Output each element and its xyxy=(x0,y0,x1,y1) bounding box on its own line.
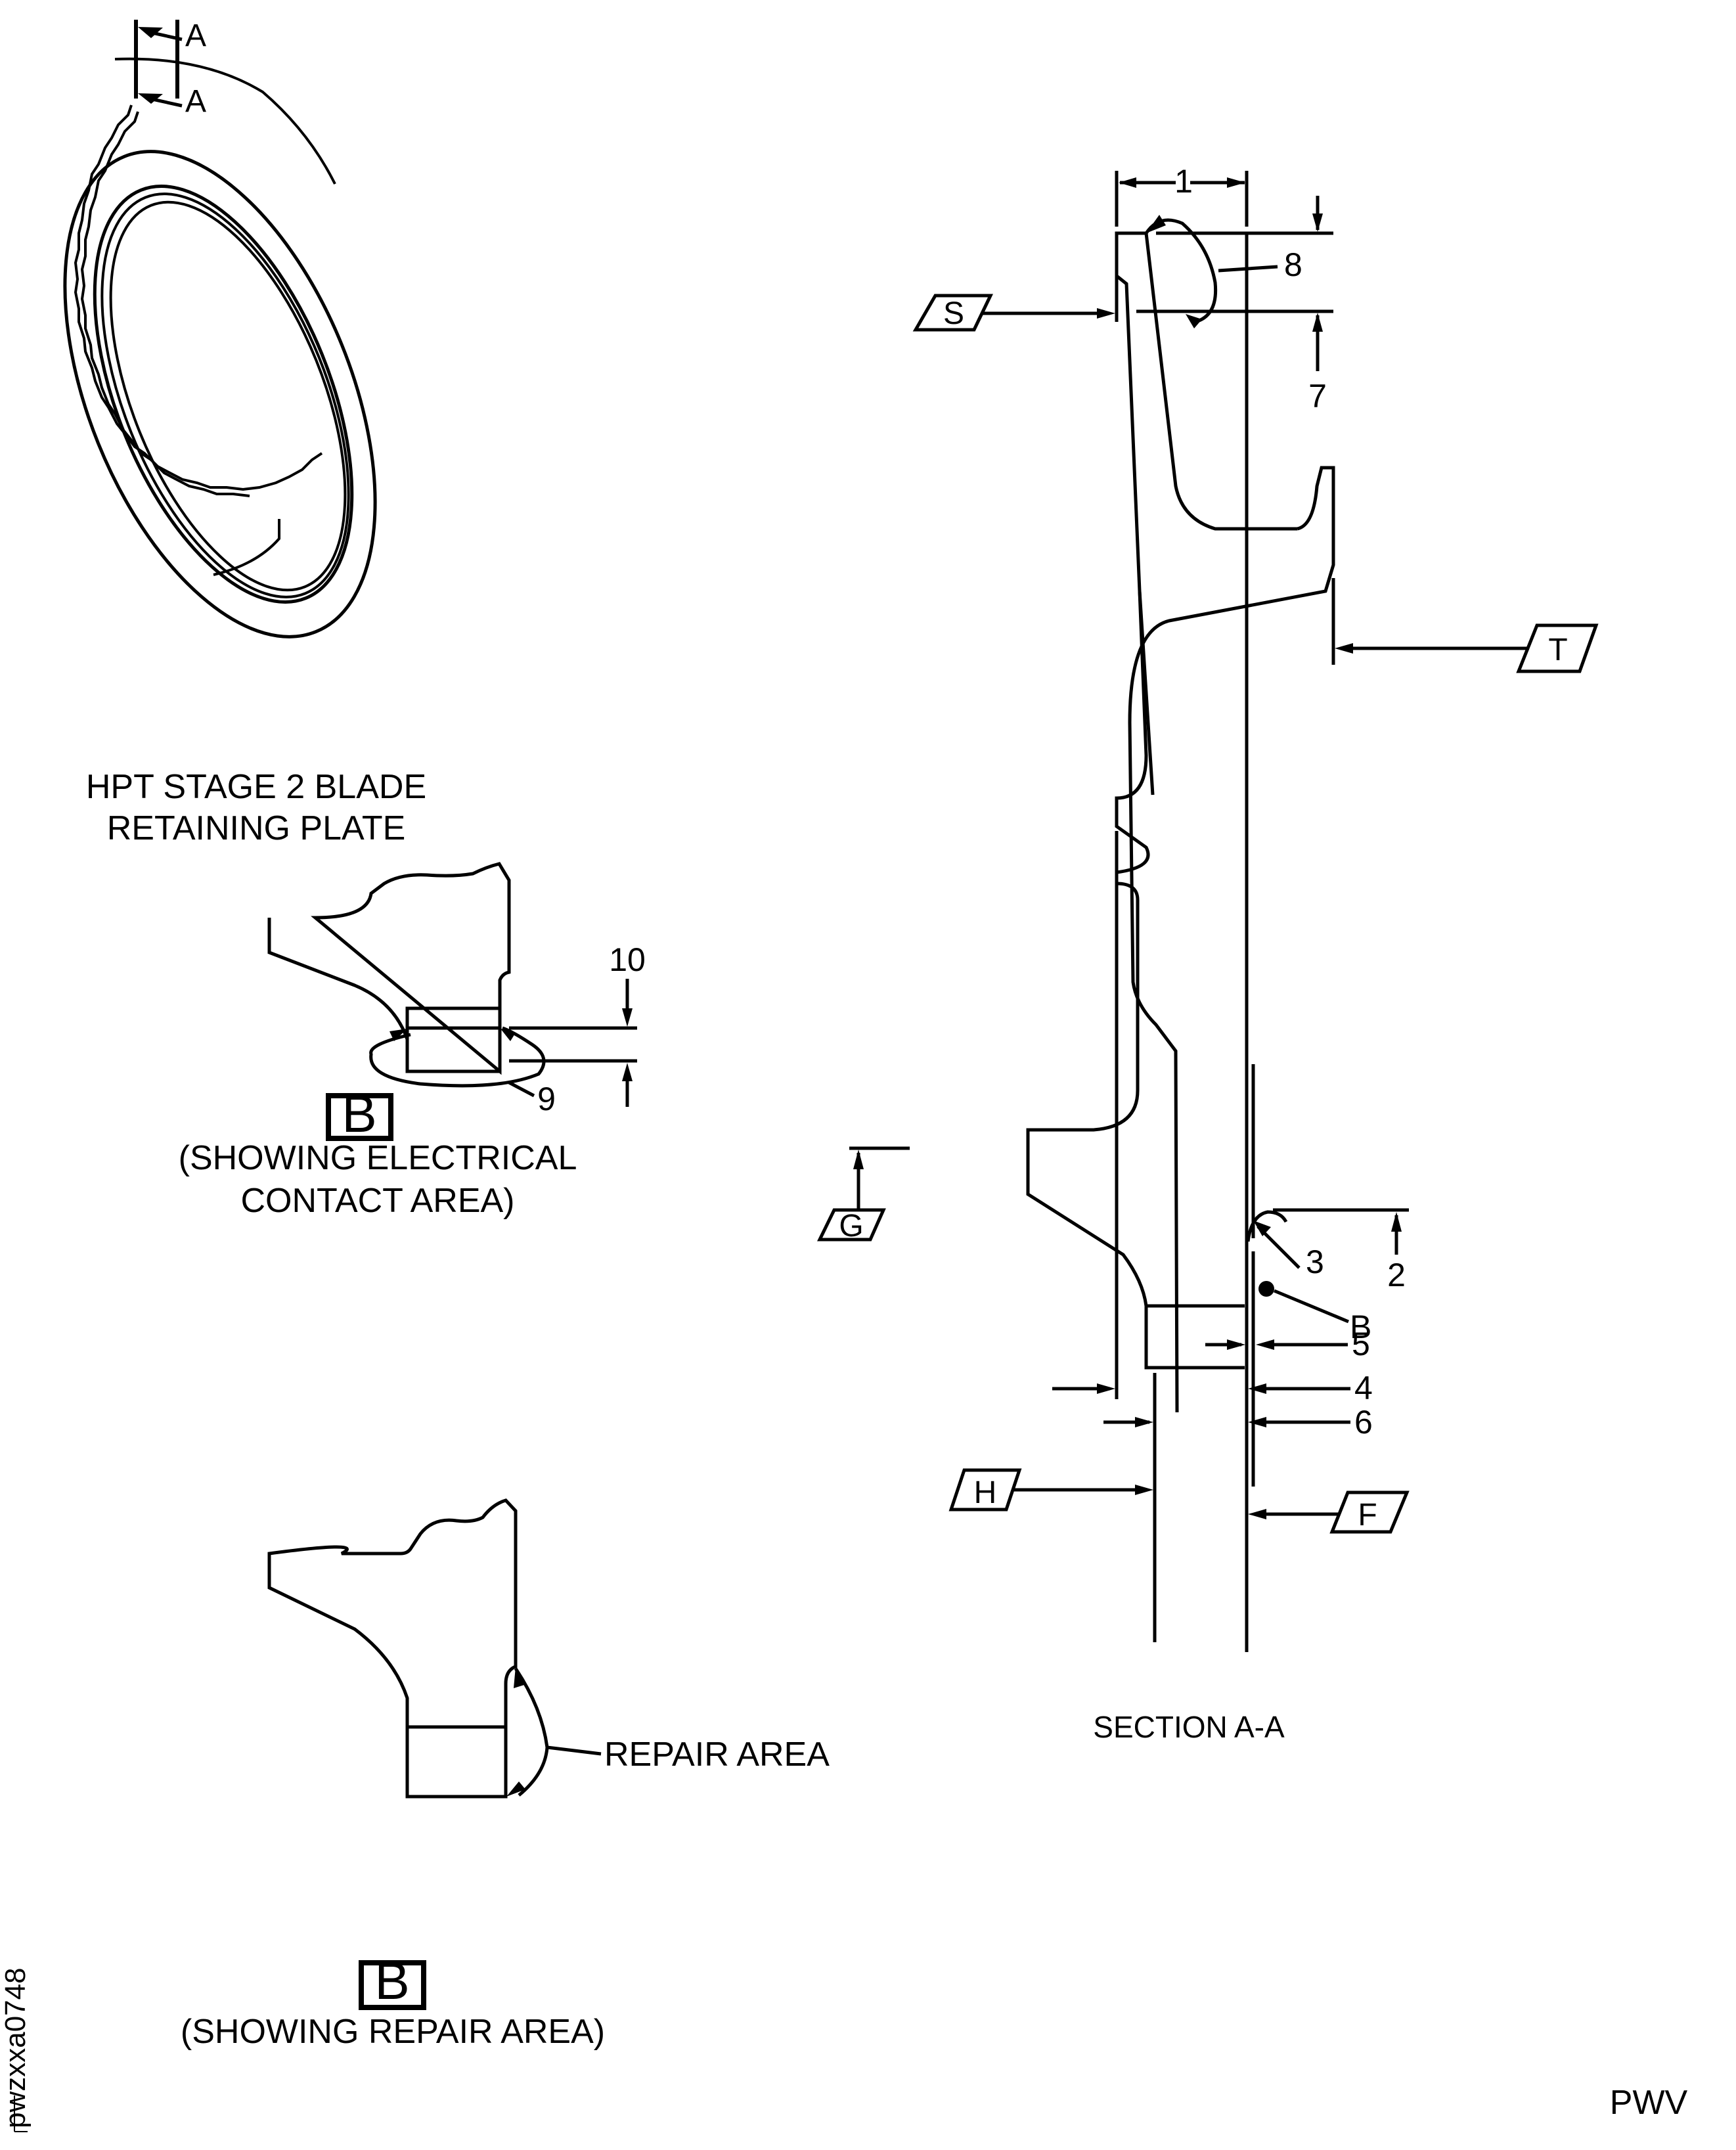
detail-b-repair-area: REPAIR AREA xyxy=(267,1498,830,1799)
radius-8-arc xyxy=(1144,218,1218,324)
dim6-arrow-left xyxy=(1135,1417,1153,1427)
section-arrow-bottom xyxy=(138,93,163,104)
datum-s-label: S xyxy=(943,296,964,331)
callout-8: 8 xyxy=(1284,246,1302,283)
dim3-arrow xyxy=(1253,1221,1271,1236)
callout-9: 9 xyxy=(537,1081,556,1117)
repair-area-label: REPAIR AREA xyxy=(604,1736,830,1774)
dim7-arrow-top xyxy=(1312,213,1323,232)
dim2-arrow xyxy=(1391,1212,1402,1232)
part-title-line-1: HPT STAGE 2 BLADE xyxy=(86,768,426,806)
detail-b1-label: B xyxy=(342,1085,376,1143)
detail-b2-label-box xyxy=(359,1960,426,2010)
figure-id: pwzxxa0748 xyxy=(0,1967,32,2128)
detail-b1-arc-9 xyxy=(369,1026,546,1088)
footer-code: PWV xyxy=(1610,2084,1688,2122)
retaining-plate-isometric: A A xyxy=(63,18,377,638)
datum-g-box xyxy=(816,1208,886,1242)
contact-pad xyxy=(1144,1306,1245,1370)
detail-b1-leader-9 xyxy=(508,1081,535,1098)
datum-f-label: F xyxy=(1358,1498,1377,1533)
plate-outer-arc-top xyxy=(114,57,336,185)
detail-b2-label: B xyxy=(374,1952,409,2010)
plate-serrated-edge xyxy=(74,104,323,491)
repair-arrow-top xyxy=(514,1667,524,1688)
section-arrow-top xyxy=(138,27,163,38)
repair-area-arc xyxy=(514,1667,549,1797)
section-profile-t-flange xyxy=(1128,466,1335,1413)
detail-b-electrical-contact: 9 10 B (SHOWING ELECTRICAL CONTACT AREA) xyxy=(179,862,646,1220)
detail-b1-caption-1: (SHOWING ELECTRICAL xyxy=(179,1139,577,1177)
datum-f-box xyxy=(1329,1490,1410,1534)
dim4-arrow-right xyxy=(1248,1383,1266,1394)
callout-5: 5 xyxy=(1352,1326,1370,1362)
part-title-line-2: RETAINING PLATE xyxy=(107,809,406,847)
repair-area-leader xyxy=(546,1745,602,1756)
detail-b1-contact-block xyxy=(405,1006,502,1073)
detail-b1-caption-2: CONTACT AREA) xyxy=(240,1182,514,1220)
dim4-arrow-left xyxy=(1097,1383,1115,1394)
section-cut-label-top: A xyxy=(185,18,206,53)
radius-3-arc xyxy=(1246,1210,1288,1242)
detail-b1-arrow-right xyxy=(501,1029,516,1041)
section-profile-lower-left xyxy=(1026,591,1245,1308)
dim7-arrow-bottom xyxy=(1312,313,1323,332)
datum-g-label: G xyxy=(839,1209,863,1243)
section-arrow-top-leader xyxy=(152,31,183,41)
detail-b2-caption: (SHOWING REPAIR AREA) xyxy=(181,2013,605,2051)
section-profile-top-upper xyxy=(1115,231,1297,531)
dim8-arrow-bottom xyxy=(1186,314,1202,328)
datum-g-arrow xyxy=(853,1150,864,1169)
dim8-arrow-top xyxy=(1146,215,1166,233)
datum-t-label: T xyxy=(1548,633,1567,667)
dim5-arrow-left xyxy=(1227,1339,1245,1350)
detail-b1-arrow-left xyxy=(389,1029,407,1041)
detail-b1-profile xyxy=(267,862,511,1075)
plate-outer-rim xyxy=(63,150,377,638)
spacer xyxy=(360,1718,399,1757)
detail-b-marker xyxy=(1258,1281,1274,1297)
datum-t-box xyxy=(1516,623,1599,673)
repair-arrow-bottom xyxy=(506,1781,525,1797)
dim1-arrow-right xyxy=(1227,177,1245,188)
datum-f-arrow xyxy=(1248,1509,1266,1519)
section-a-a-view: 1 7 8 S T xyxy=(816,163,1599,1744)
dim8-leader xyxy=(1218,265,1278,273)
section-arrow-bottom-leader xyxy=(152,97,183,108)
dim6-arrow-right xyxy=(1248,1417,1266,1427)
detail-b-ref: B xyxy=(1350,1309,1371,1345)
plate-inner-ring-1 xyxy=(93,185,354,604)
datum-h-arrow xyxy=(1135,1485,1153,1495)
datum-s-arrow xyxy=(1097,308,1115,319)
detail-b2-profile xyxy=(267,1498,518,1799)
datum-h-box xyxy=(948,1468,1022,1512)
callout-4: 4 xyxy=(1354,1370,1373,1406)
plate-serrated-edge-2 xyxy=(80,111,250,497)
callout-3: 3 xyxy=(1306,1243,1324,1280)
callout-10: 10 xyxy=(609,941,646,978)
detail-b-leader xyxy=(1274,1289,1349,1324)
datum-h-label: H xyxy=(974,1475,997,1510)
callout-1: 1 xyxy=(1174,163,1193,200)
detail-b1-label-box xyxy=(326,1093,393,1141)
section-profile-left-edge xyxy=(1115,275,1155,795)
callout-2: 2 xyxy=(1387,1257,1406,1293)
plate-outer-arc-bottom xyxy=(213,519,280,576)
callout-6: 6 xyxy=(1354,1404,1373,1441)
callout-7: 7 xyxy=(1308,378,1327,414)
dim10-arrow-top xyxy=(622,1008,633,1027)
plate-inner-ring-2 xyxy=(100,192,350,598)
dim10-arrow-bottom xyxy=(622,1063,633,1081)
datum-s-box xyxy=(912,294,993,332)
dim5-arrow-right xyxy=(1256,1339,1274,1350)
dim1-arrow-left xyxy=(1119,177,1136,188)
datum-t-arrow xyxy=(1335,643,1353,654)
section-title: SECTION A-A xyxy=(1093,1710,1285,1744)
section-cut-label-bottom: A xyxy=(185,84,206,119)
plate-inner-ring-3 xyxy=(109,200,347,592)
